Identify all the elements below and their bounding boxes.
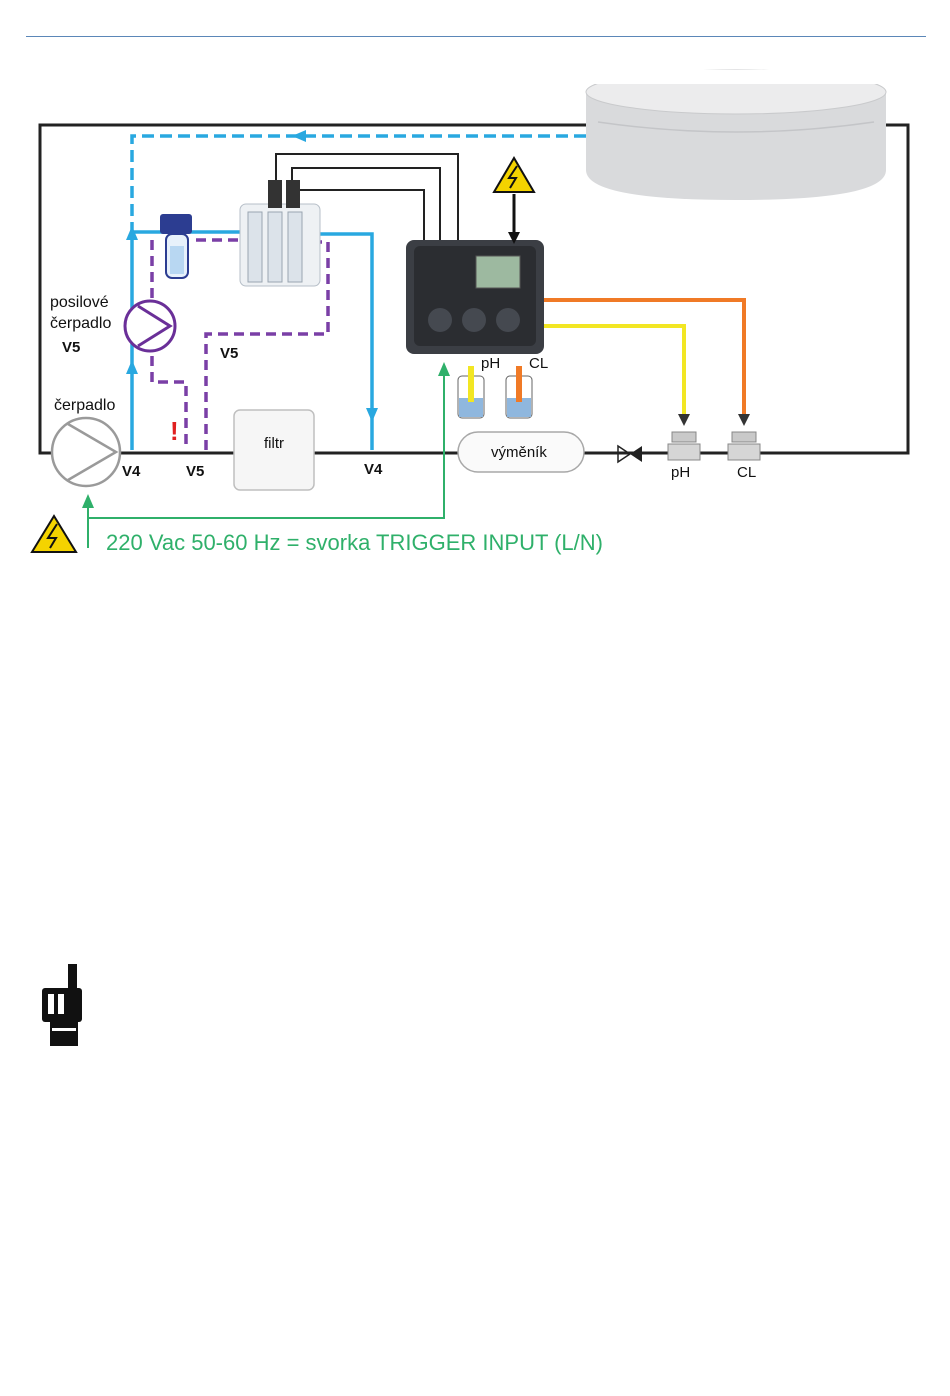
ph-injector: [668, 432, 700, 460]
valve-v5-mid: V5: [220, 345, 238, 362]
ph-tank: [458, 366, 484, 418]
probe-cl-label: CL: [737, 464, 756, 481]
dosing-controller: [406, 240, 544, 354]
probe-ph-label: pH: [671, 464, 690, 481]
booster-pump-label-1: posilové: [50, 294, 109, 311]
valve-v4-right: V4: [364, 461, 383, 478]
booster-valve-label: V5: [62, 339, 80, 356]
warning-electric-icon-bottom: [32, 516, 76, 552]
tank-ph-label: pH: [481, 355, 500, 372]
pool-dosing-diagram: posilové čerpadlo V5 čerpadlo V4 V5 V5 V…: [0, 0, 950, 600]
probe-flow-cell: [240, 180, 320, 286]
bypass-line-a: [152, 356, 186, 450]
filter-label: filtr: [264, 435, 284, 452]
water-line-right: [318, 234, 372, 450]
booster-pump-icon: [125, 301, 175, 351]
alert-mark: !: [170, 416, 179, 446]
valve-v4-left: V4: [122, 463, 141, 480]
pre-filter: [160, 214, 192, 278]
warning-electric-icon: [494, 158, 534, 192]
valve-v5-bottom: V5: [186, 463, 204, 480]
pool-basin: [586, 70, 886, 200]
main-pump-icon: [52, 418, 120, 486]
tank-cl-label: CL: [529, 355, 548, 372]
cl-dosing-line: [544, 300, 744, 420]
exchanger-label: výměník: [491, 444, 547, 461]
cl-tank: [506, 366, 532, 418]
flow-arrow: [292, 130, 306, 142]
trigger-note: 220 Vac 50-60 Hz = svorka TRIGGER INPUT …: [106, 530, 603, 555]
ph-dosing-line: [544, 326, 684, 420]
main-pump-label: čerpadlo: [54, 397, 115, 414]
cl-injector: [728, 432, 760, 460]
booster-pump-label-2: čerpadlo: [50, 315, 111, 332]
pointing-hand-icon: [38, 964, 88, 1046]
